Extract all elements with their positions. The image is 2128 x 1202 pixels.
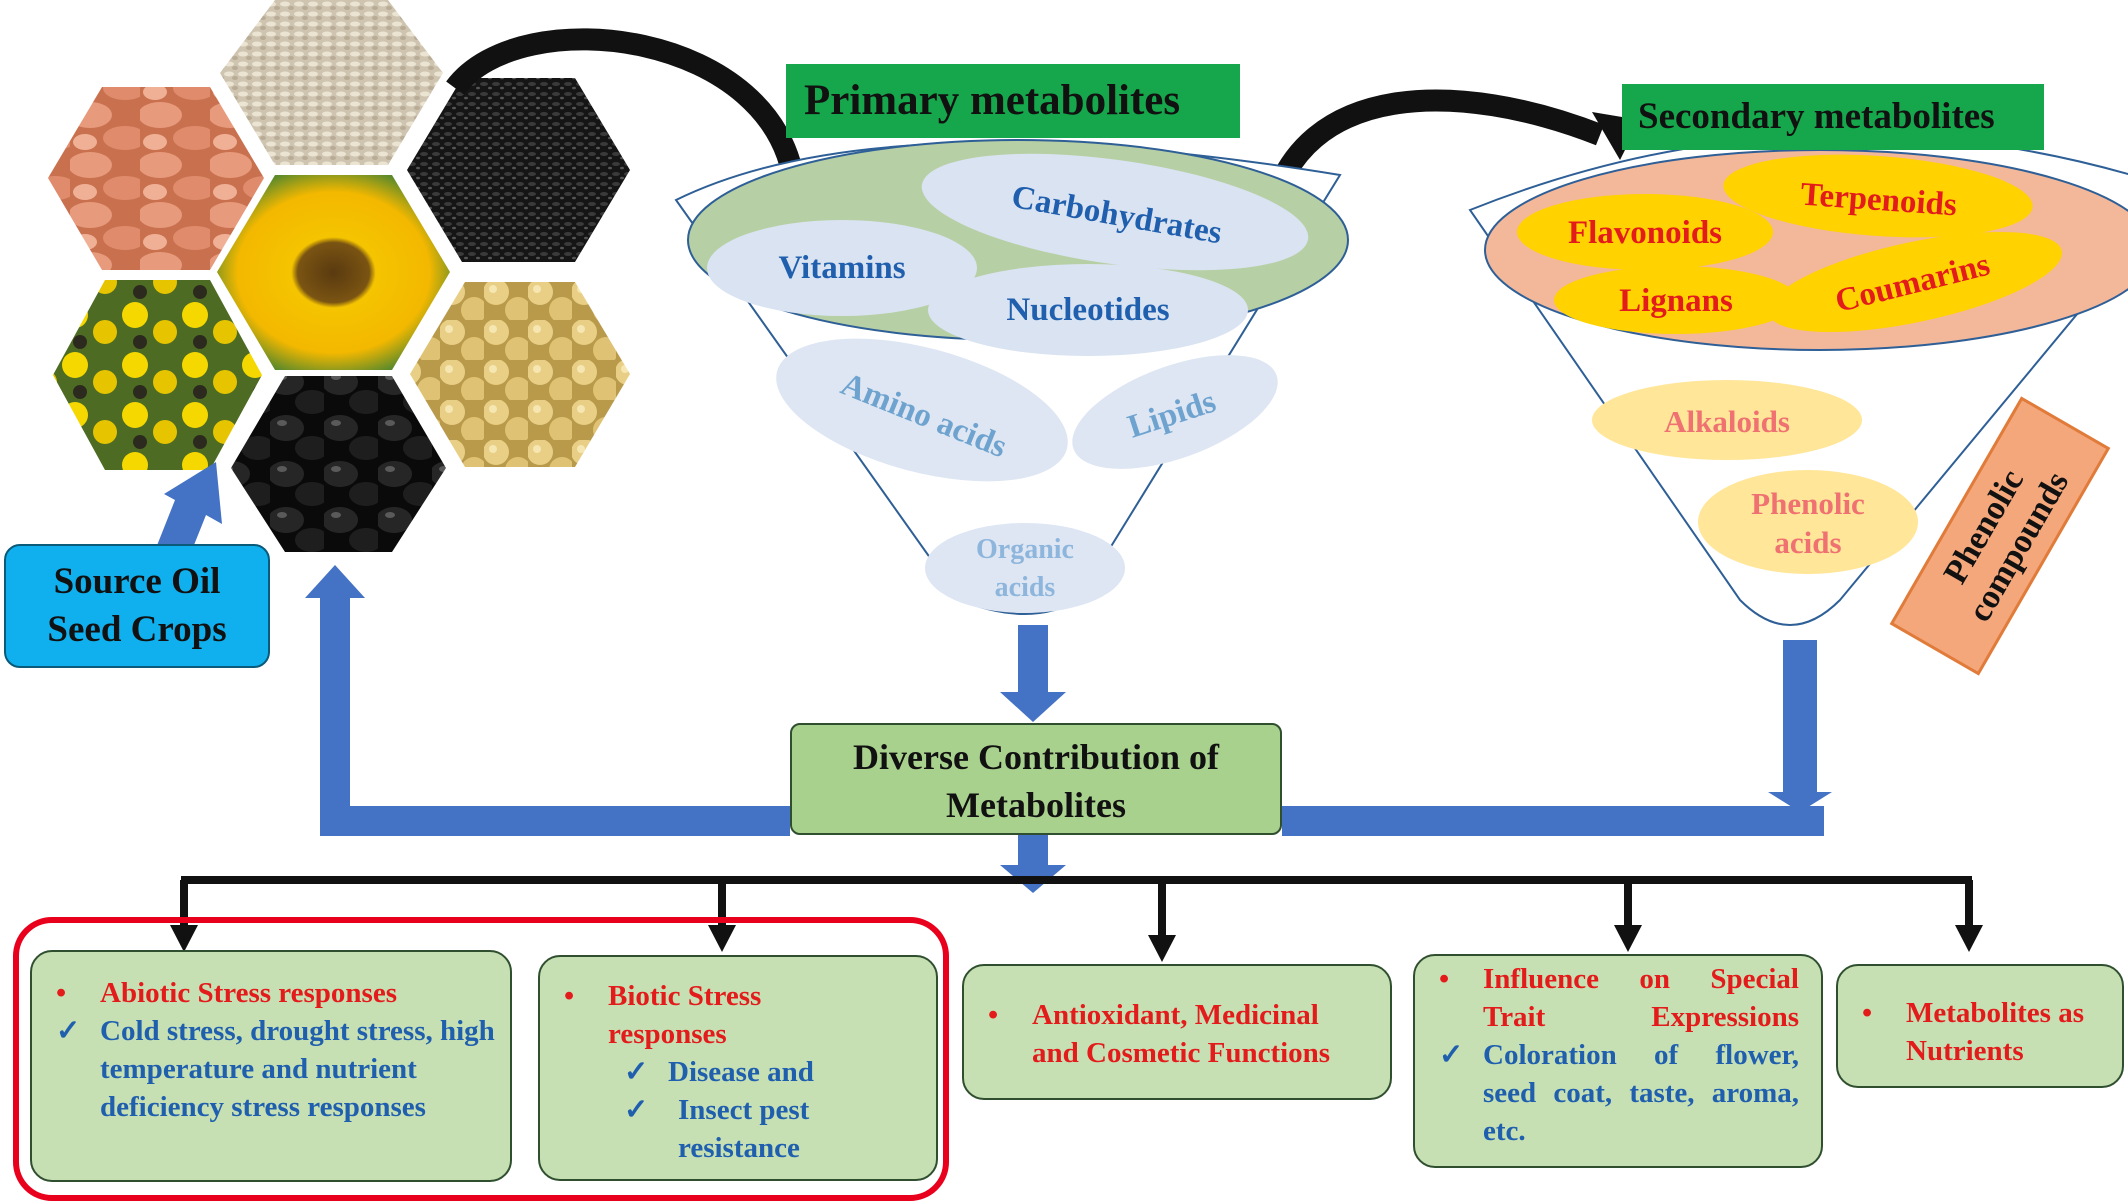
diverse-contribution-box: Diverse Contribution of Metabolites <box>790 723 1282 835</box>
abiotic-detail: Cold stress, drought stress, high temper… <box>100 1015 495 1123</box>
branch-arrow-abiotic <box>170 925 198 952</box>
phenolic-acids-label-1: Phenolic <box>1751 486 1865 521</box>
biotic-check-icon-1: ✓ <box>624 1056 649 1088</box>
biotic-check-icon-2: ✓ <box>624 1094 649 1126</box>
mustard-flower-photo <box>53 280 262 470</box>
stress-highlight-frame <box>13 917 949 1201</box>
antioxidant-title-1: Antioxidant, Medicinal <box>1032 999 1319 1031</box>
trait-detail: Coloration of flower, seed coat, taste, … <box>1483 1039 1799 1147</box>
coumarins-ellipse <box>1768 231 2062 333</box>
nutrients-title-2: Nutrients <box>1906 1035 2024 1067</box>
biotic-detail-2: Insect pest <box>678 1094 810 1126</box>
right-horizontal-bar <box>1282 806 1824 836</box>
trait-check-icon: ✓ <box>1439 1039 1464 1071</box>
lignans-ellipse <box>1554 266 1798 334</box>
biotic-detail-1: Disease and <box>668 1056 814 1088</box>
vitamins-label: Vitamins <box>778 250 905 286</box>
nutrients-bullet: • <box>1862 997 1873 1029</box>
trait-bullet: • <box>1439 963 1450 995</box>
biotic-stress-box: • Biotic Stress responses ✓ Disease and ✓ In… <box>538 955 938 1181</box>
abiotic-bullet: • <box>56 977 67 1009</box>
center-line-1: Diverse Contribution of <box>853 737 1219 777</box>
source-to-crops-arrow <box>156 462 222 560</box>
secondary-to-center-arrow <box>1768 792 1832 812</box>
lipids-ellipse <box>1072 355 1278 469</box>
black-sesame-photo <box>407 78 630 262</box>
carbohydrates-ellipse <box>921 153 1309 271</box>
curved-arrow-to-primary <box>446 28 806 192</box>
biotic-title-1: Biotic Stress <box>608 980 762 1012</box>
antioxidant-box: • Antioxidant, Medicinal and Cosmetic Func… <box>962 964 1392 1100</box>
up-arrow-to-crops <box>305 565 365 598</box>
organic-acids-label-1: Organic <box>976 534 1074 565</box>
flavonoids-ellipse <box>1517 194 1773 270</box>
branch-arrow-trait <box>1614 925 1642 952</box>
vitamins-ellipse <box>707 220 977 316</box>
flavonoids-label: Flavonoids <box>1568 215 1722 251</box>
nucleotides-ellipse <box>928 264 1248 356</box>
organic-acids-label-2: acids <box>995 572 1056 603</box>
phenolic-compounds-box <box>1889 396 2111 676</box>
branch-arrow-nutrients <box>1955 925 1983 952</box>
secondary-down-bar <box>1783 640 1817 800</box>
primary-down-arrow <box>1000 625 1066 722</box>
branch-arrow-biotic <box>708 925 736 952</box>
alkaloids-ellipse <box>1592 380 1862 460</box>
secondary-metabolites-header: Secondary metabolites <box>1622 84 2044 150</box>
antioxidant-title-2: and Cosmetic Functions <box>1032 1037 1331 1069</box>
abiotic-title: Abiotic Stress responses <box>100 977 397 1009</box>
nucleotides-label: Nucleotides <box>1006 292 1169 328</box>
nutrients-box: • Metabolites as Nutrients <box>1836 964 2124 1088</box>
source-oil-seed-crops-box: Source Oil Seed Crops <box>4 544 270 668</box>
soybean-photo <box>410 282 630 467</box>
sunflower-photo <box>217 175 450 370</box>
phenolic-acids-label-2: acids <box>1774 525 1841 560</box>
left-vertical-bar <box>320 598 350 836</box>
peanut-seeds-photo <box>48 87 264 270</box>
left-horizontal-bar <box>320 806 790 836</box>
nutrients-title-1: Metabolites as <box>1906 997 2084 1029</box>
biotic-detail-3: resistance <box>678 1132 800 1164</box>
abiotic-check-icon: ✓ <box>56 1015 81 1047</box>
source-line-1: Source Oil <box>53 561 221 602</box>
biotic-bullet: • <box>564 980 575 1012</box>
amino-acids-ellipse <box>776 338 1068 482</box>
branch-arrow-antioxidant <box>1148 935 1176 962</box>
lignans-label: Lignans <box>1619 283 1733 319</box>
trait-title: Influence on Special Trait Expressions <box>1483 963 1799 1033</box>
terpenoids-ellipse <box>1723 154 2033 238</box>
phenolic-acids-ellipse <box>1698 470 1918 574</box>
center-line-2: Metabolites <box>946 785 1126 825</box>
source-line-2: Seed Crops <box>47 609 227 650</box>
black-soybean-photo <box>231 376 446 552</box>
center-down-arrow <box>1000 835 1066 893</box>
trait-expression-box: •Influence on Special Trait Expressions … <box>1413 954 1823 1168</box>
sesame-seeds-photo <box>220 0 443 165</box>
alkaloids-label: Alkaloids <box>1664 404 1790 439</box>
antioxidant-bullet: • <box>988 999 999 1031</box>
biotic-title-2: responses <box>608 1018 727 1050</box>
organic-acids-ellipse <box>925 523 1125 613</box>
primary-metabolites-header: Primary metabolites <box>786 64 1240 138</box>
abiotic-stress-box: • Abiotic Stress responses ✓ Cold stress, … <box>30 950 512 1182</box>
